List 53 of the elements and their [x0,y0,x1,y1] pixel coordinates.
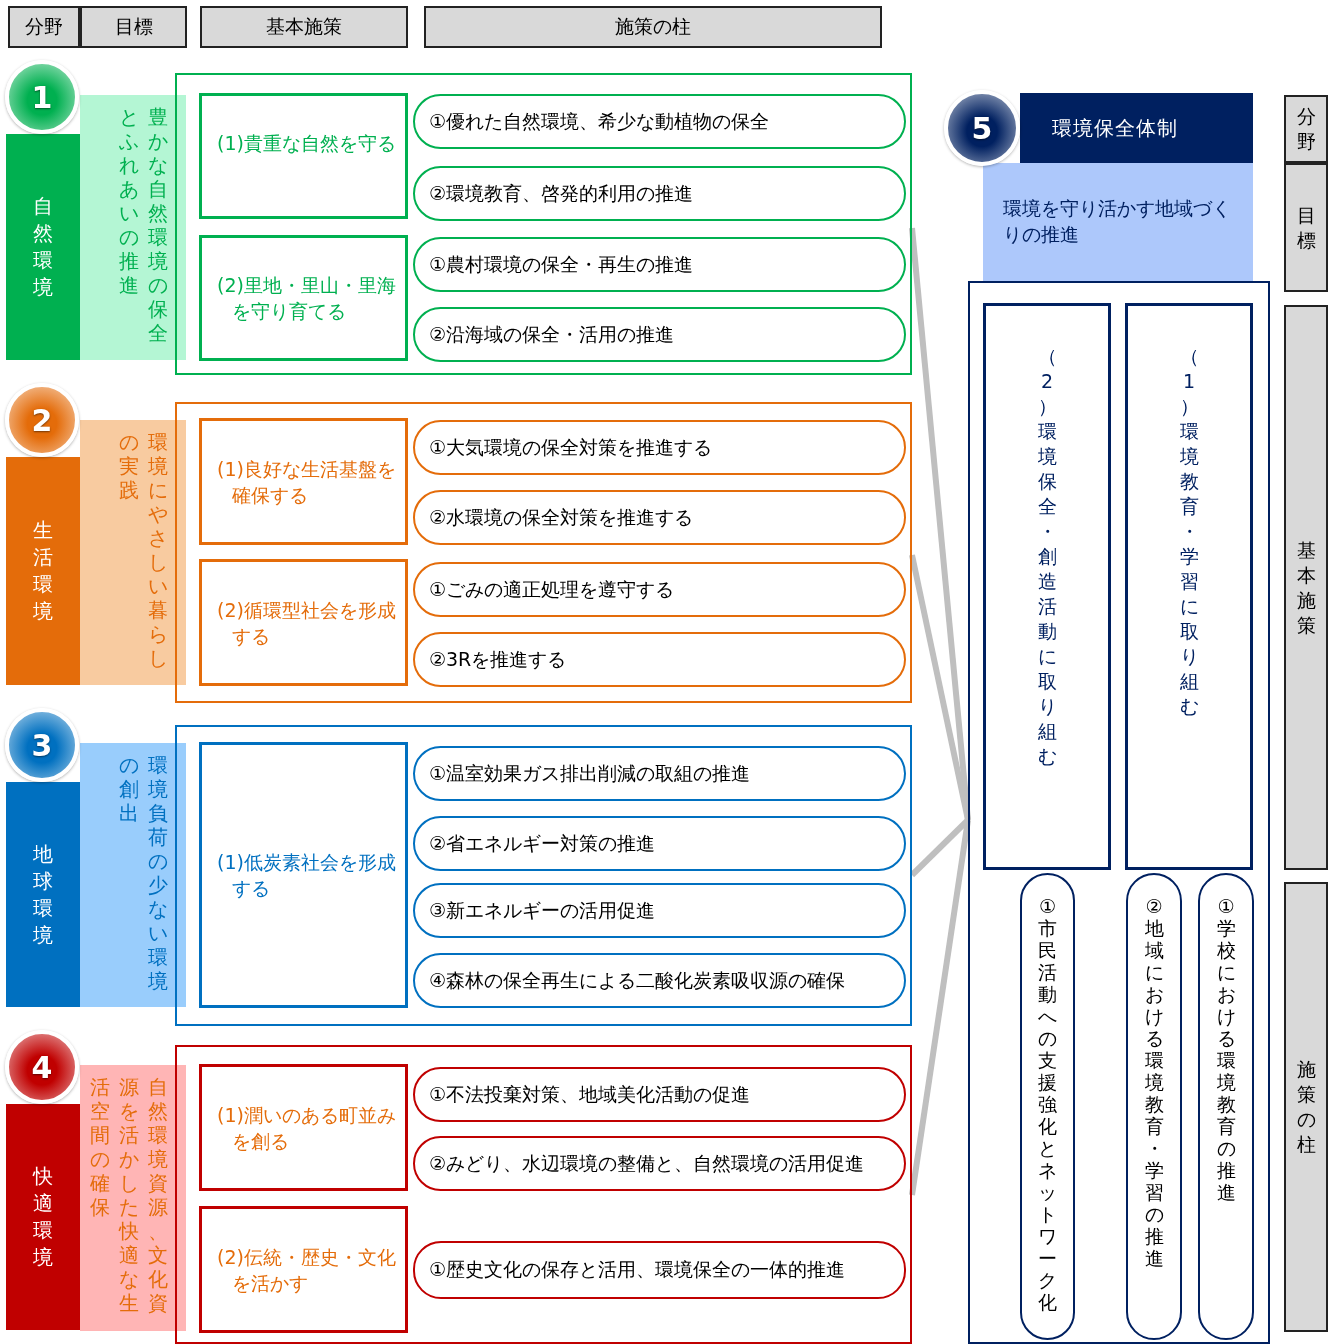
connector-line [909,819,971,1196]
measure-pill: ①農村環境の保全・再生の推進 [413,237,906,292]
measure-pill: ①学校における環境教育の推進 [1198,873,1254,1340]
header-cell: 施策の柱 [424,6,882,48]
measure-pill: ②3Rを推進する [413,632,906,687]
group-frame [968,281,1270,1344]
header-cell: 分野 [8,6,80,48]
header-cell: 目標 [80,6,187,48]
side-label: 分野 [1284,95,1328,163]
goal-band: 環境負荷の少ない環境の創出 [80,743,186,1007]
measure-pill: ①ごみの適正処理を遵守する [413,562,906,617]
policy-box: (1)潤いのある町並みを創る [199,1064,408,1191]
measure-pill: ②省エネルギー対策の推進 [413,816,906,871]
measure-pill: ④森林の保全再生による二酸化炭素吸収源の確保 [413,953,906,1008]
measure-pill: ②環境教育、啓発的利用の推進 [413,166,906,221]
policy-box: (2)循環型社会を形成する [199,559,408,686]
measure-pill: ②地域における環境教育・学習の推進 [1126,873,1182,1340]
side-label: 目標 [1284,163,1328,292]
group-frame [175,1045,912,1344]
measure-pill: ①大気環境の保全対策を推進する [413,420,906,475]
category-band: 自然環境 [6,134,80,360]
policy-box: (1)貴重な自然を守る [199,93,408,219]
side-label: 基本施策 [1284,305,1328,870]
measure-pill: ②水環境の保全対策を推進する [413,490,906,545]
goal-band: 自然環境資源、文化資源を活かした快適な生活空間の確保 [80,1065,186,1331]
measure-pill: ①歴史文化の保存と活用、環境保全の一体的推進 [413,1241,906,1299]
measure-pill: ①温室効果ガス排出削減の取組の推進 [413,746,906,801]
goal-band: 環境にやさしい暮らしの実践 [80,420,186,685]
measure-pill: ②沿海域の保全・活用の推進 [413,307,906,362]
measure-pill: ②みどり、水辺環境の整備と、自然環境の活用促進 [413,1136,906,1191]
category-band: 地球環境 [6,782,80,1007]
policy-box: (2)伝統・歴史・文化を活かす [199,1206,408,1333]
connector-line [909,817,971,878]
policy-box: (1)良好な生活基盤を確保する [199,418,408,545]
category-band: 生活環境 [6,457,80,685]
category-band: 環境保全体制 [1020,93,1253,163]
group-frame [175,73,912,375]
header-cell: 基本施策 [200,6,408,48]
group-frame [175,725,912,1026]
measure-pill: ①市民活動への支援強化とネットワーク化 [1020,873,1075,1340]
measure-pill: ①不法投棄対策、地域美化活動の促進 [413,1067,906,1122]
policy-box: （1）環境教育・学習に取り組む [1125,303,1253,870]
goal-band: 豊かな自然環境の保全とふれあいの推進 [80,95,186,360]
measure-pill: ①優れた自然環境、希少な動植物の保全 [413,94,906,149]
group-frame [175,402,912,703]
measure-pill: ③新エネルギーの活用促進 [413,883,906,938]
connector-line [909,227,971,821]
goal-band: 環境を守り活かす地域づくりの推進 [983,163,1253,281]
policy-box: （2）環境保全・創造活動に取り組む [983,303,1111,870]
policy-box: (2)里地・里山・里海を守り育てる [199,235,408,361]
category-band: 快適環境 [6,1104,80,1330]
policy-box: (1)低炭素社会を形成する [199,742,408,1008]
side-label: 施策の柱 [1284,882,1328,1332]
